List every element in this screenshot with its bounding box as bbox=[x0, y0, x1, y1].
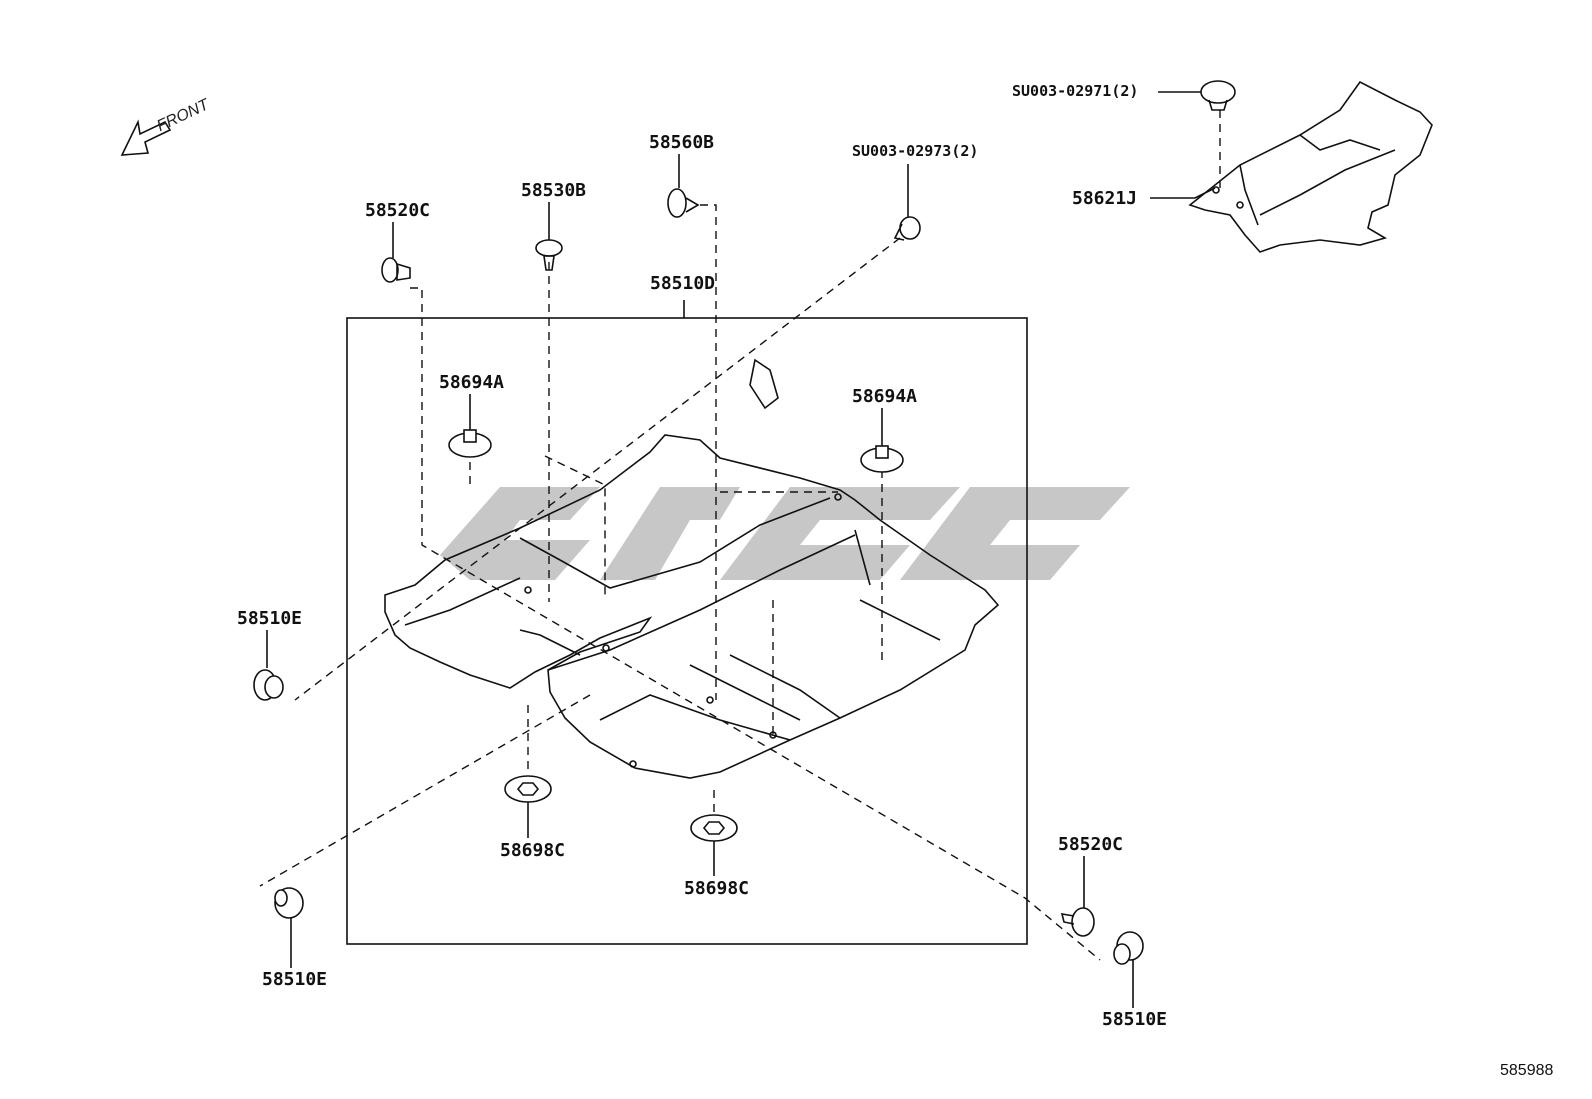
part-label-58510D[interactable]: 58510D bbox=[650, 273, 716, 294]
part-label-SU003-02973[interactable]: SU003-02973(2) bbox=[852, 142, 979, 160]
part-label-58621J[interactable]: 58621J bbox=[1072, 188, 1138, 209]
part-label-58560B[interactable]: 58560B bbox=[649, 132, 715, 153]
diagram-code: 585988 bbox=[1500, 1062, 1554, 1079]
front-arrow-icon bbox=[120, 119, 172, 156]
main-assembly-box bbox=[346, 317, 1028, 945]
assembly-lines bbox=[259, 110, 1221, 961]
bolt-SU003-02973-icon bbox=[893, 216, 921, 241]
bracket-58621J bbox=[1188, 80, 1433, 253]
plug-58510E-left-icon bbox=[253, 669, 284, 701]
plug-58510E-bottom-left-icon bbox=[274, 887, 304, 919]
clip-58560B-icon bbox=[667, 188, 700, 218]
under-cover-58510D bbox=[384, 358, 1000, 779]
part-label-58698C-left[interactable]: 58698C bbox=[500, 840, 566, 861]
part-label-58530B[interactable]: 58530B bbox=[521, 180, 587, 201]
part-label-58510E-bottom-left[interactable]: 58510E bbox=[262, 969, 328, 990]
nut-58698C-right-icon bbox=[690, 814, 738, 842]
part-label-58694A-right[interactable]: 58694A bbox=[852, 386, 918, 407]
clip-58520C-bottom-icon bbox=[1060, 907, 1095, 937]
nut-58698C-left-icon bbox=[504, 775, 552, 803]
clip-58530B-icon bbox=[535, 239, 563, 271]
part-label-58698C-right[interactable]: 58698C bbox=[684, 878, 750, 899]
clip-58520C-top-icon bbox=[381, 257, 411, 283]
watermark-logo bbox=[440, 487, 1130, 580]
part-label-58520C-top[interactable]: 58520C bbox=[365, 200, 431, 221]
part-label-58510E-bottom-right[interactable]: 58510E bbox=[1102, 1009, 1168, 1030]
part-label-58520C-bottom[interactable]: 58520C bbox=[1058, 834, 1124, 855]
nut-58694A-right-icon bbox=[860, 445, 904, 473]
plug-58510E-bottom-right-icon bbox=[1113, 931, 1144, 965]
part-label-58694A-left[interactable]: 58694A bbox=[439, 372, 505, 393]
part-label-58510E-left[interactable]: 58510E bbox=[237, 608, 303, 629]
bolt-SU003-02971-icon bbox=[1200, 80, 1236, 111]
part-label-SU003-02971[interactable]: SU003-02971(2) bbox=[1012, 82, 1139, 100]
nut-58694A-left-icon bbox=[448, 429, 492, 458]
